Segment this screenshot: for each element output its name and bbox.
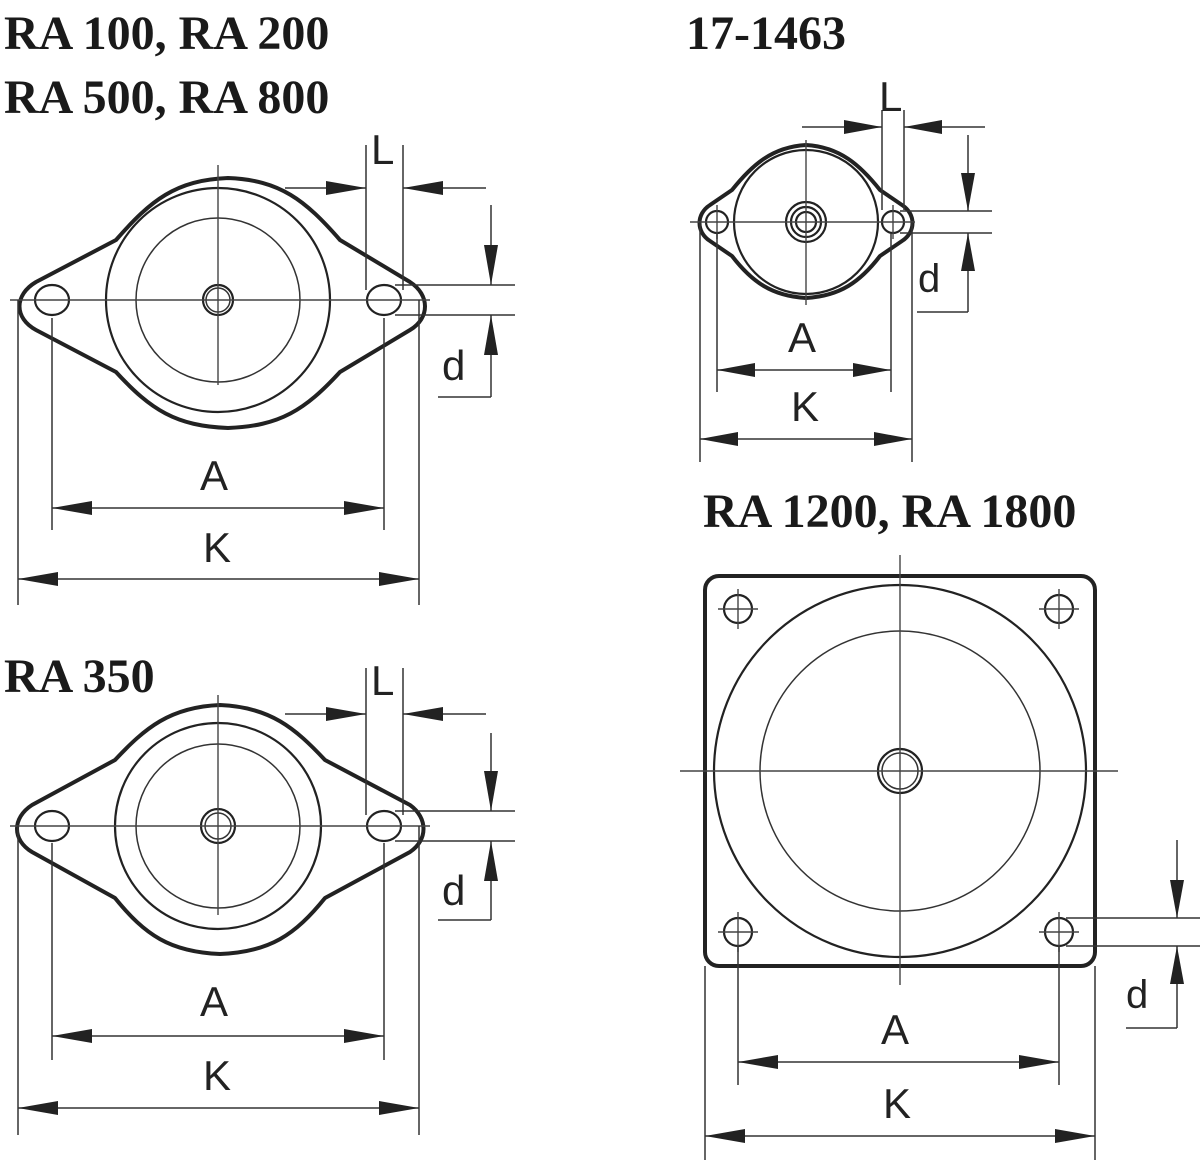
arrow-k-right (379, 1101, 419, 1115)
dim-label-d: d (442, 867, 465, 914)
dim-label-a: A (200, 978, 228, 1025)
arrow-a-left (52, 1029, 92, 1043)
diagram-ra-small-mount: L d A K (10, 126, 515, 605)
arrow-d-top (1170, 880, 1184, 918)
arrow-d-top (961, 173, 975, 211)
dim-label-k: K (203, 524, 231, 571)
title-ra-100-200: RA 100, RA 200 (4, 7, 329, 60)
arrow-k-right (1055, 1129, 1095, 1143)
diagram-17-1463-mount: L d A K (690, 73, 992, 462)
arrow-d-bottom (1170, 946, 1184, 984)
arrow-a-left (717, 363, 755, 377)
flange-outline (17, 176, 427, 430)
arrow-k-right (379, 572, 419, 586)
arrow-k-left (18, 1101, 58, 1115)
corner-hole-top-right (1039, 589, 1079, 629)
flange-outline (15, 703, 426, 956)
diagram-ra-large-mount: d A K (680, 555, 1200, 1160)
arrow-k-left (700, 432, 738, 446)
title-ra-500-800: RA 500, RA 800 (4, 71, 329, 124)
dim-label-l: L (371, 126, 394, 173)
dim-label-d: d (1126, 973, 1148, 1017)
title-ra-350: RA 350 (4, 650, 155, 703)
diagram-ra-350-mount: L d A K (10, 657, 515, 1135)
arrow-k-left (18, 572, 58, 586)
dim-label-d: d (442, 342, 465, 389)
arrow-a-right (853, 363, 891, 377)
dim-label-l: L (879, 73, 902, 120)
dim-label-l: L (371, 657, 394, 704)
title-17-1463: 17-1463 (686, 7, 846, 60)
arrow-d-top (484, 245, 498, 285)
arrow-l-left (326, 707, 366, 721)
arrow-l-right (403, 707, 443, 721)
corner-hole-top-left (718, 589, 758, 629)
arrow-l-left (844, 120, 882, 134)
dim-label-a: A (788, 314, 816, 361)
arrow-l-left (326, 181, 366, 195)
arrow-d-bottom (961, 233, 975, 271)
arrow-a-right (344, 1029, 384, 1043)
title-ra-1200-1800: RA 1200, RA 1800 (703, 485, 1076, 538)
dim-label-k: K (203, 1052, 231, 1099)
arrow-l-right (403, 181, 443, 195)
arrow-l-right (904, 120, 942, 134)
dim-label-k: K (883, 1080, 911, 1127)
arrow-d-bottom (484, 315, 498, 355)
arrow-a-left (52, 501, 92, 515)
dim-label-a: A (881, 1006, 909, 1053)
dim-label-d: d (918, 257, 940, 301)
arrow-k-right (874, 432, 912, 446)
arrow-d-bottom (484, 841, 498, 881)
arrow-a-right (344, 501, 384, 515)
arrow-d-top (484, 771, 498, 811)
dim-label-a: A (200, 452, 228, 499)
arrow-k-left (705, 1129, 745, 1143)
dim-label-k: K (791, 383, 819, 430)
arrow-a-left (738, 1055, 778, 1069)
arrow-a-right (1019, 1055, 1059, 1069)
